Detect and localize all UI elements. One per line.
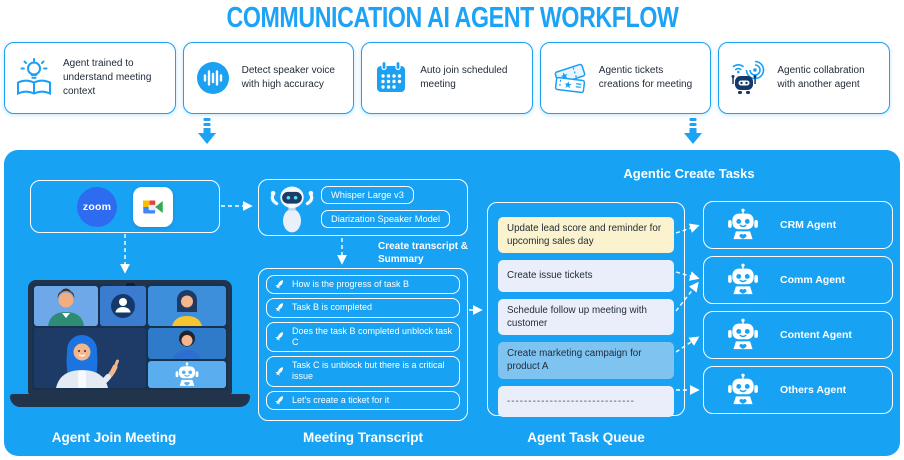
calendar-icon (371, 58, 411, 98)
feature-card: Detect speaker voice with high accuracy (182, 42, 355, 114)
agent-label: Others Agent (780, 384, 847, 396)
transcript-message: Task C is unblock but there is a critica… (266, 356, 460, 387)
task-item: Schedule follow up meeting with customer (498, 298, 674, 336)
page-title: COMMUNICATION AI AGENT WORKFLOW (226, 2, 678, 34)
participant-tile (148, 328, 226, 359)
feature-text: Auto join scheduled meeting (420, 65, 508, 90)
participant-tile (148, 286, 226, 326)
agent-label: Content Agent (780, 329, 852, 341)
feature-card: Agentic collabration with another agent (718, 42, 890, 114)
model-pill: Diarization Speaker Model (321, 210, 451, 228)
arrow-note: Create transcript & Summary (378, 241, 469, 265)
voice-wave-icon (193, 58, 233, 98)
transcript-message: Let's create a ticket for it (266, 390, 460, 410)
transcript-message: How is the progress of task B (266, 275, 460, 295)
tickets-icon (550, 58, 590, 98)
robot-icon (726, 318, 760, 352)
transcript-message: Does the task B completed unblock task C (266, 321, 460, 352)
task-item-placeholder: ------------------------------ (498, 385, 674, 417)
agent-speaker-tile (34, 328, 146, 388)
task-item: Create issue tickets (498, 260, 674, 292)
robot-tile (148, 361, 226, 388)
google-meet-logo (133, 186, 173, 227)
participant-tile (34, 286, 98, 326)
feature-card: Agentic tickets creations for meeting (539, 42, 712, 114)
laptop-webcam (113, 281, 147, 288)
down-arrow-icon (197, 118, 217, 150)
agent-card-others: Others Agent (703, 366, 893, 414)
caption-meeting-transcript: Meeting Transcript (302, 430, 424, 445)
agent-label: Comm Agent (780, 274, 845, 286)
zoom-logo: zoom (77, 186, 117, 227)
task-item: Create marketing campaign for product A (498, 342, 674, 379)
agent-label: CRM Agent (780, 219, 837, 231)
laptop-screen (28, 280, 232, 394)
robot-icon (726, 373, 760, 407)
transcription-models-box: Whisper Large v3 Diarization Speaker Mod… (258, 179, 468, 236)
task-queue-box: Update lead score and reminder for upcom… (487, 202, 685, 417)
feature-row: Agent trained to understand meeting cont… (4, 42, 890, 114)
caption-agent-join-meeting: Agent Join Meeting (51, 430, 177, 445)
transcript-message: Task B is completed (266, 298, 460, 318)
agents-heading: Agentic Create Tasks (623, 166, 755, 181)
laptop-base (10, 394, 250, 407)
meeting-transcript-box: How is the progress of task B Task B is … (258, 268, 468, 421)
agent-card-crm: CRM Agent (703, 201, 893, 249)
meeting-apps-box: zoom (30, 180, 220, 233)
agent-card-content: Content Agent (703, 311, 893, 359)
task-item: Update lead score and reminder for upcom… (498, 217, 674, 254)
robot-collab-icon (728, 58, 768, 98)
feature-text: Agentic tickets creations for meeting (598, 65, 693, 90)
robot-icon (726, 263, 760, 297)
robot-icon (726, 208, 760, 242)
feature-text: Agent trained to understand meeting cont… (63, 58, 152, 97)
idea-book-icon (14, 58, 54, 98)
main-panel: zoom (4, 150, 900, 456)
feature-card: Agent trained to understand meeting cont… (4, 42, 176, 114)
feature-text: Detect speaker voice with high accuracy (241, 65, 335, 90)
assistant-robot-icon (270, 186, 314, 233)
agent-card-comm: Comm Agent (703, 256, 893, 304)
down-arrow-icon (683, 118, 703, 150)
caption-agent-task-queue: Agent Task Queue (527, 430, 645, 445)
avatar-tile (100, 286, 146, 326)
model-pill: Whisper Large v3 (321, 186, 414, 204)
feature-text: Agentic collabration with another agent (777, 65, 865, 90)
feature-card: Auto join scheduled meeting (361, 42, 533, 114)
